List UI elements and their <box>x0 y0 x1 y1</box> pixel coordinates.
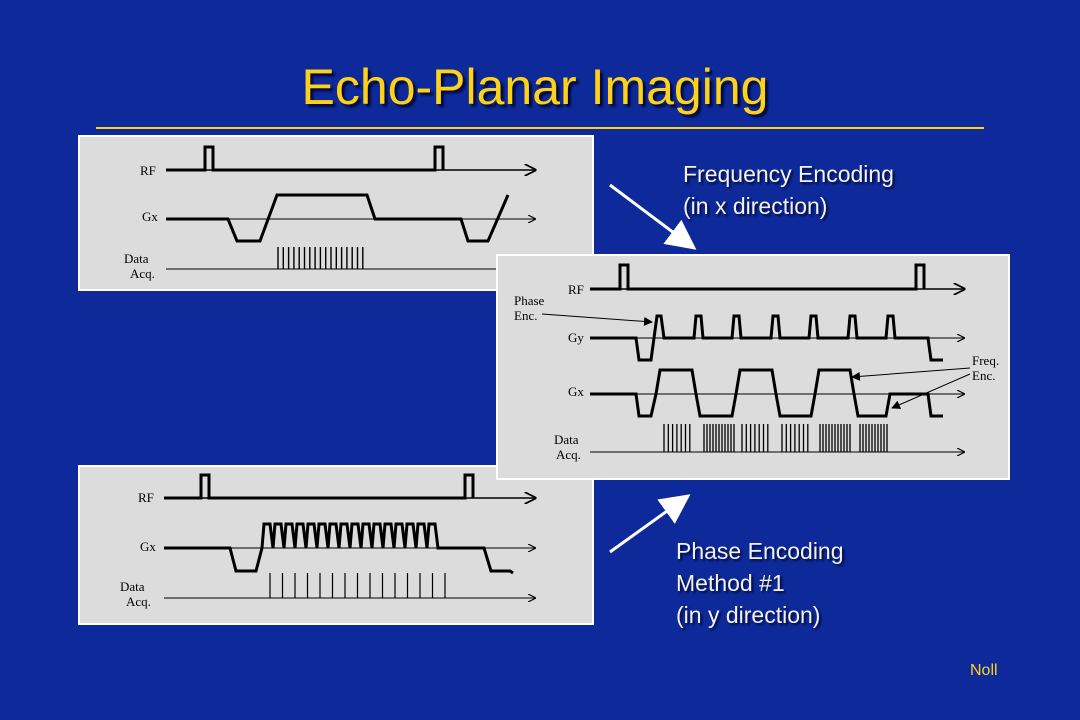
gx-readout-waveform <box>590 368 943 418</box>
gy-label: Gy <box>568 330 584 345</box>
gx-label: Gx <box>568 384 584 399</box>
gx-waveform <box>166 193 510 243</box>
page-title: Echo-Planar Imaging <box>301 59 769 115</box>
rf-pulses <box>590 263 926 291</box>
gx-label: Gx <box>142 209 158 224</box>
title-underline <box>96 127 984 129</box>
acquisition-samples <box>269 573 446 598</box>
data-label: Data <box>554 432 579 447</box>
rf-label: RF <box>140 163 156 178</box>
freq-enc-label-2: Enc. <box>972 368 995 383</box>
phase-encoding-diagram: RF Gx Data Acq. <box>78 465 594 625</box>
phase-enc-label: Phase <box>514 293 545 308</box>
acq-label: Acq. <box>556 447 581 462</box>
author-credit: Noll <box>970 662 998 679</box>
acq-label: Acq. <box>130 266 155 281</box>
frequency-encoding-caption: Frequency Encoding (in x direction) <box>683 161 894 219</box>
data-label: Data <box>124 251 149 266</box>
acquisition-samples <box>277 247 364 269</box>
freq-enc-pointer-1 <box>851 367 971 381</box>
rf-label: RF <box>568 282 584 297</box>
freq-enc-label: Freq. <box>972 353 999 368</box>
phase-encoding-caption: Phase Encoding Method #1 (in y direction… <box>676 538 844 628</box>
rf-label: RF <box>138 490 154 505</box>
arrow-to-phase <box>609 494 691 554</box>
rf-pulses <box>164 473 475 500</box>
phase-enc-pointer <box>541 313 653 326</box>
acq-label: Acq. <box>126 594 151 609</box>
gx-oscillating-waveform <box>164 522 514 575</box>
phase-enc-label-2: Enc. <box>514 308 537 323</box>
epi-gradient-diagram: RF Phase Enc. Gy Gx Data Acq. Freq. Enc. <box>496 254 1010 480</box>
acquisition-samples <box>663 424 888 452</box>
gx-label: Gx <box>140 539 156 554</box>
data-label: Data <box>120 579 145 594</box>
freq-enc-pointer-2 <box>891 373 971 409</box>
gy-blip-waveform <box>590 314 943 362</box>
rf-pulse-1 <box>166 145 445 172</box>
arrow-to-frequency <box>609 183 697 250</box>
